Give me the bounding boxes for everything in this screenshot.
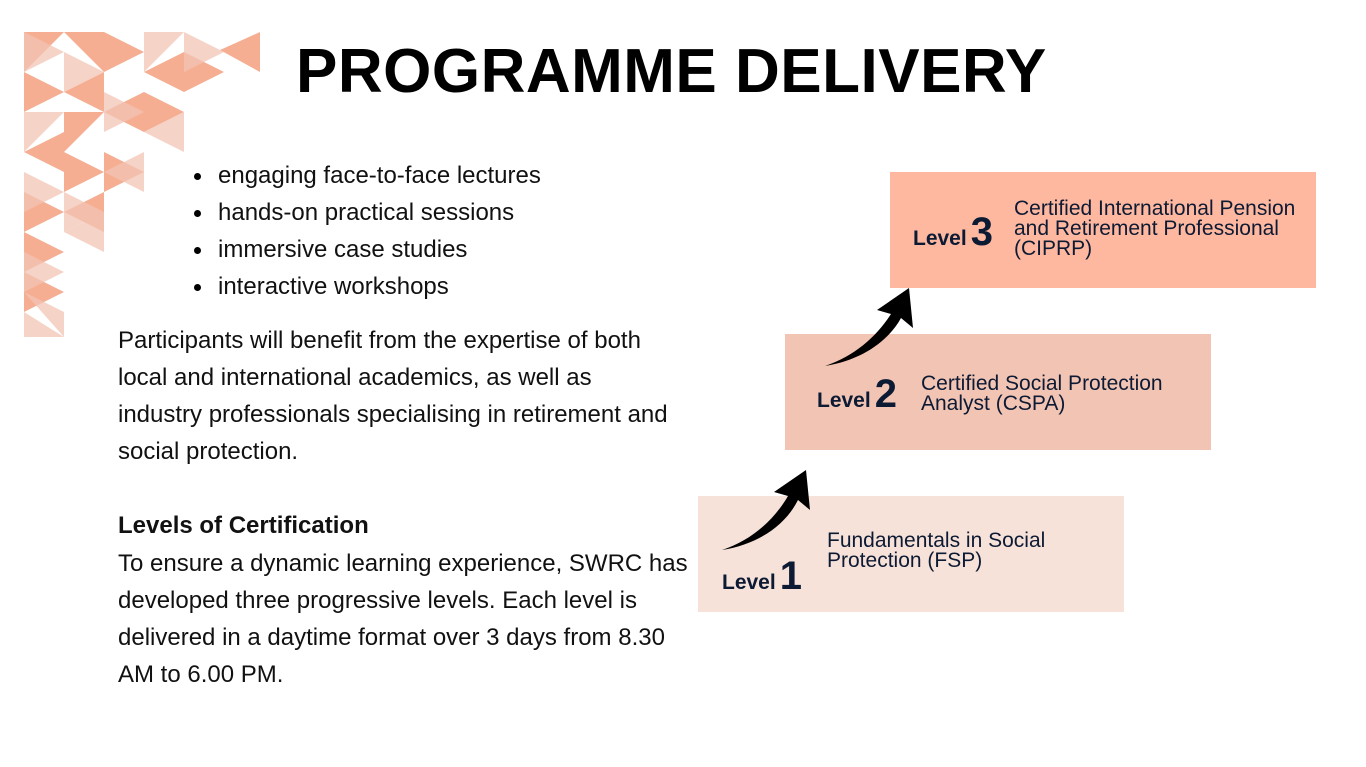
level-2-description: Certified Social Protection Analyst (CSP… bbox=[921, 372, 1163, 415]
list-item-text: interactive workshops bbox=[218, 273, 449, 300]
bullet-icon bbox=[194, 173, 201, 180]
list-item: interactive workshops bbox=[192, 268, 541, 305]
triangle-pattern-decoration bbox=[24, 32, 260, 337]
level-3-description: Certified International Pension and Reti… bbox=[1014, 197, 1296, 260]
level-word: Level bbox=[722, 571, 776, 594]
list-item-text: engaging face-to-face lectures bbox=[218, 162, 541, 189]
page-title: PROGRAMME DELIVERY bbox=[296, 37, 1047, 106]
list-item: hands-on practical sessions bbox=[192, 194, 541, 231]
list-item-text: immersive case studies bbox=[218, 236, 468, 263]
list-item: immersive case studies bbox=[192, 231, 541, 268]
bullet-icon bbox=[194, 210, 201, 217]
bullet-icon bbox=[194, 247, 201, 254]
certification-paragraph: To ensure a dynamic learning experience,… bbox=[118, 550, 688, 688]
level-word: Level bbox=[817, 389, 871, 412]
curved-arrow-icon bbox=[722, 470, 810, 550]
level-1-description: Fundamentals in Social Protection (FSP) bbox=[827, 529, 1046, 572]
level-word: Level bbox=[913, 227, 967, 250]
bullet-icon bbox=[194, 284, 201, 291]
level-number: 2 bbox=[874, 372, 897, 416]
list-item-text: hands-on practical sessions bbox=[218, 199, 515, 226]
level-number: 1 bbox=[779, 554, 802, 598]
curved-arrow-icon bbox=[825, 288, 913, 366]
level-number: 3 bbox=[970, 210, 993, 254]
delivery-methods-list: engaging face-to-face lectures hands-on … bbox=[192, 157, 541, 305]
intro-paragraph: Participants will benefit from the exper… bbox=[118, 327, 668, 465]
list-item: engaging face-to-face lectures bbox=[192, 157, 541, 194]
certification-heading: Levels of Certification bbox=[118, 512, 369, 539]
